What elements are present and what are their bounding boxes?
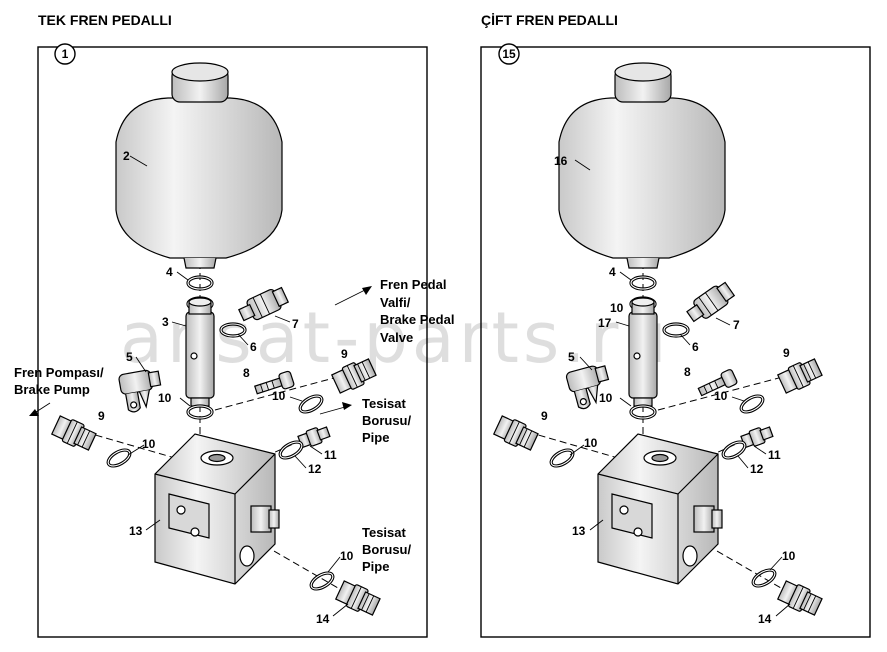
accumulator (115, 62, 283, 269)
panel-single-pedal: 1 (14, 43, 458, 638)
callout-banjo: 5 (568, 350, 575, 364)
callout-valve-body: 17 (598, 316, 612, 330)
callout-small-o-ring: 12 (308, 462, 322, 476)
callout-o-ring-left: 10 (584, 436, 598, 450)
panel-title-single: TEK FREN PEDALLI (38, 12, 172, 28)
arrow-pipe (319, 406, 346, 415)
callout-fitting-upper-right: 9 (341, 347, 348, 361)
callout-o-ring-upper: 10 (610, 301, 624, 315)
callout-o-ring-top: 4 (166, 265, 173, 279)
callout-o-ring-center: 10 (158, 391, 172, 405)
callout-fitting-left: 9 (541, 409, 548, 423)
callout-o-ring-right: 10 (272, 389, 286, 403)
bottom-fitting (776, 578, 824, 619)
valve-body (185, 297, 215, 407)
panel-double-pedal: 15 16 (480, 43, 871, 638)
bottom-fitting (334, 578, 382, 619)
manifold-block (154, 433, 280, 585)
callout-accumulator: 16 (554, 154, 568, 168)
panel-number: 15 (502, 47, 516, 61)
o-ring-right (296, 391, 326, 417)
callout-valve-body: 3 (162, 315, 169, 329)
elbow-fitting (683, 279, 737, 327)
callout-elbow: 7 (733, 318, 740, 332)
o-ring-left (104, 445, 134, 471)
callout-manifold: 13 (572, 524, 586, 538)
valve-body (628, 297, 658, 407)
o-ring-right (737, 391, 767, 417)
callout-fitting-left: 9 (98, 409, 105, 423)
panel-title-double: ÇİFT FREN PEDALLI (481, 12, 618, 28)
note-brake-pump: Fren Pompası/ Brake Pump (14, 365, 107, 397)
callout-o-ring-center: 10 (599, 391, 613, 405)
callout-o-ring-left: 10 (142, 437, 156, 451)
callout-manifold: 13 (129, 524, 143, 538)
small-o-ring (719, 437, 749, 463)
callout-small-o-ring: 12 (750, 462, 764, 476)
note-pipe-lower: Tesisat Borusu/ Pipe (362, 525, 415, 574)
panel-frame (480, 46, 871, 638)
panel-number-badge (498, 43, 520, 65)
o-ring-left (547, 445, 577, 471)
fitting-left (50, 413, 98, 454)
callout-o-ring-mid: 6 (692, 340, 699, 354)
callout-bolt: 8 (243, 366, 250, 380)
panel-number-badge (54, 43, 76, 65)
callout-bottom-fitting: 14 (316, 612, 330, 626)
note-pedal-valve: Fren Pedal Valfi/ Brake Pedal Valve (380, 277, 458, 345)
callout-banjo: 5 (126, 350, 133, 364)
panel-frame (37, 46, 428, 638)
callout-elbow: 7 (292, 317, 299, 331)
callout-bottom-fitting: 14 (758, 612, 772, 626)
callout-o-ring-bottom: 10 (782, 549, 796, 563)
callout-small-fitting: 11 (768, 448, 781, 462)
callout-o-ring-mid: 6 (250, 340, 257, 354)
fitting-left (492, 413, 540, 454)
note-pipe-upper: Tesisat Borusu/ Pipe (362, 396, 415, 445)
arrow-pedal-valve (334, 289, 366, 306)
callout-small-fitting: 11 (324, 448, 337, 462)
callout-accumulator: 2 (123, 149, 130, 163)
callout-o-ring-bottom: 10 (340, 549, 354, 563)
manifold-block (597, 433, 723, 585)
fitting-upper-right (776, 355, 824, 396)
callout-bolt: 8 (684, 365, 691, 379)
callout-o-ring-top: 4 (609, 265, 616, 279)
callout-fitting-upper-right: 9 (783, 346, 790, 360)
panel-number: 1 (62, 47, 69, 61)
small-o-ring (276, 437, 306, 463)
arrow-pump (35, 402, 51, 413)
callout-o-ring-right: 10 (714, 389, 728, 403)
o-ring-bottom (749, 565, 779, 591)
